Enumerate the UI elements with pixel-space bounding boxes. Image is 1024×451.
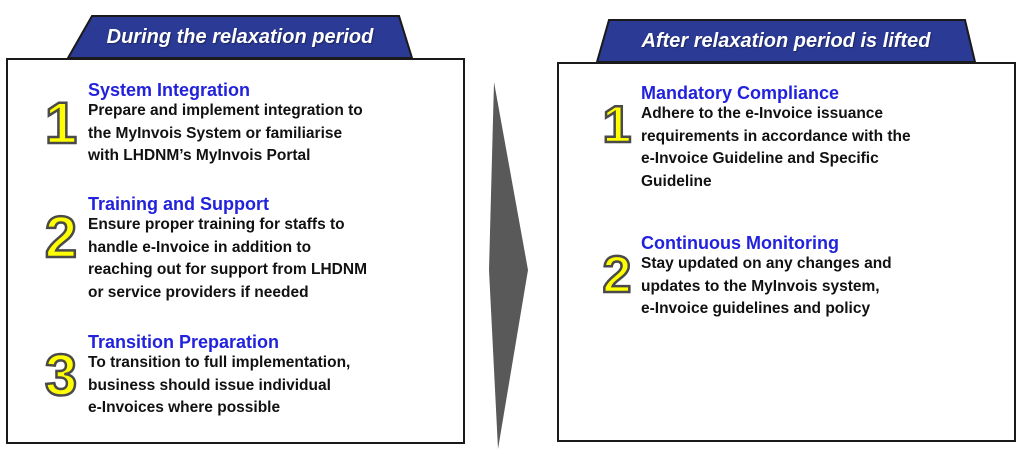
- left-banner: During the relaxation period: [66, 15, 414, 59]
- left-panel: 1 System Integration Prepare and impleme…: [6, 58, 465, 444]
- step-number: 2: [601, 246, 632, 304]
- step-item-system-integration: 1 System Integration Prepare and impleme…: [36, 80, 363, 168]
- step-title: Training and Support: [88, 194, 269, 214]
- step-text: Training and Support Ensure proper train…: [86, 194, 367, 304]
- right-banner: After relaxation period is lifted: [596, 19, 976, 63]
- step-title: Mandatory Compliance: [641, 83, 840, 103]
- step-item-transition-preparation: 3 Transition Preparation To transition t…: [36, 332, 351, 420]
- step-text: System Integration Prepare and implement…: [86, 80, 363, 168]
- step-number: 1: [601, 96, 632, 154]
- step-text: Mandatory Compliance Adhere to the e-Inv…: [639, 83, 911, 193]
- step-title: System Integration: [88, 80, 251, 100]
- step-text: Continuous Monitoring Stay updated on an…: [639, 233, 892, 321]
- right-banner-title: After relaxation period is lifted: [641, 30, 931, 52]
- step-body: Prepare and implement integration to the…: [88, 102, 363, 164]
- step-title: Continuous Monitoring: [641, 233, 839, 253]
- step-body: Ensure proper training for staffs to han…: [88, 216, 367, 301]
- left-banner-title: During the relaxation period: [106, 26, 374, 48]
- step-body: Adhere to the e-Invoice issuance require…: [641, 105, 911, 190]
- step-item-continuous-monitoring: 2 Continuous Monitoring Stay updated on …: [595, 233, 892, 321]
- step-item-training-support: 2 Training and Support Ensure proper tra…: [36, 194, 367, 304]
- step-number: 1: [44, 91, 79, 156]
- step-title: Transition Preparation: [88, 332, 280, 352]
- step-item-mandatory-compliance: 1 Mandatory Compliance Adhere to the e-I…: [595, 83, 911, 193]
- step-body: Stay updated on any changes and updates …: [641, 255, 892, 317]
- step-body: To transition to full implementation, bu…: [88, 354, 351, 416]
- step-number: 3: [44, 343, 79, 408]
- step-text: Transition Preparation To transition to …: [86, 332, 350, 420]
- forward-arrow-shape: [489, 82, 528, 449]
- step-number: 2: [44, 205, 79, 270]
- right-panel: 1 Mandatory Compliance Adhere to the e-I…: [557, 62, 1016, 442]
- forward-arrow-icon: [489, 82, 528, 449]
